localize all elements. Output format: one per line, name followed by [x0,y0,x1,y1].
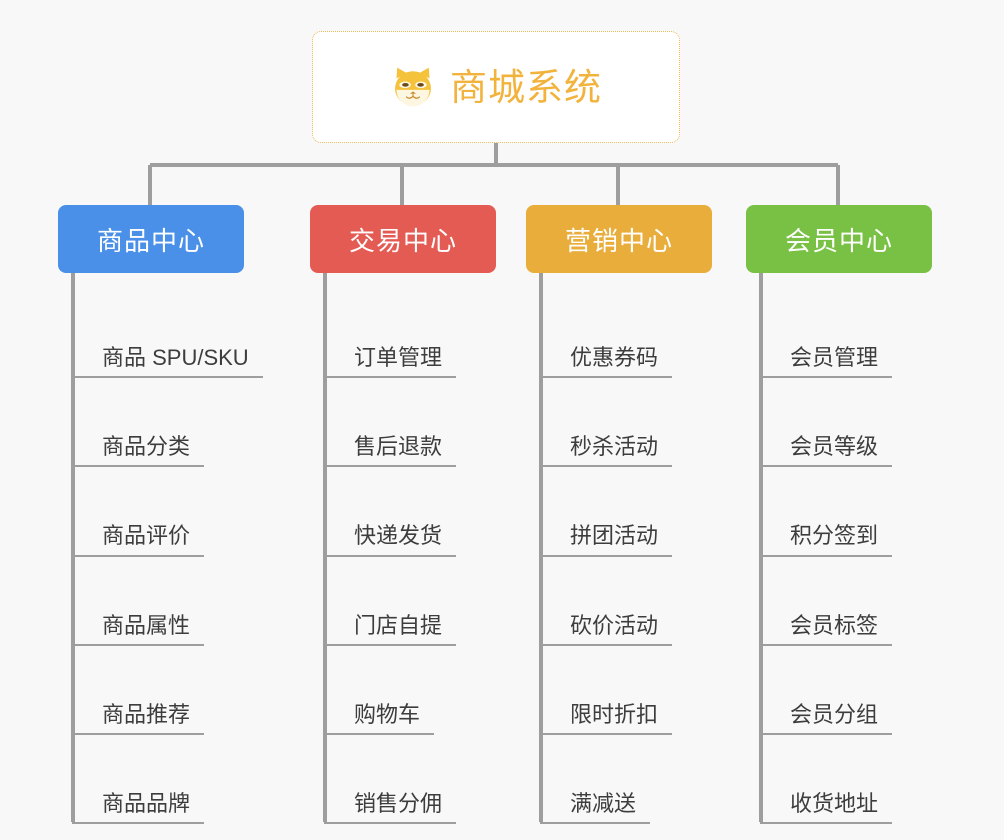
leaf-label: 限时折扣 [540,702,673,735]
leaf-item[interactable]: 商品属性 [72,557,263,646]
leaf-item[interactable]: 砍价活动 [540,557,673,646]
leaf-label: 商品评价 [72,524,205,557]
leaf-item[interactable]: 门店自提 [324,557,457,646]
leaf-label: 商品 SPU/SKU [72,345,263,379]
leaf-item[interactable]: 商品评价 [72,467,263,557]
leaf-item[interactable]: 商品 SPU/SKU [72,289,263,379]
leaf-item[interactable]: 会员管理 [760,289,893,379]
branch-column-1: 交易中心 [310,205,496,273]
root-title: 商城系统 [450,66,602,108]
leaf-item[interactable]: 销售分佣 [324,735,457,825]
branch-header-label-2: 营销中心 [564,225,673,256]
leaf-label: 门店自提 [324,613,457,646]
leaf-label: 会员标签 [760,613,893,646]
leaf-item[interactable]: 售后退款 [324,378,457,468]
leaf-label: 商品品牌 [72,791,205,825]
branch-column-3: 会员中心 [746,205,932,273]
branch-column-2: 营销中心 [526,205,712,273]
leaf-item[interactable]: 商品推荐 [72,646,263,735]
leaf-list-0: 商品 SPU/SKU 商品分类 商品评价 商品属性 商品推荐 商品品牌 [72,289,263,825]
shiba-dog-face-icon [395,67,431,107]
leaf-label: 积分签到 [760,524,893,557]
leaf-label: 满减送 [540,791,651,825]
leaf-item[interactable]: 秒杀活动 [540,378,673,468]
leaf-item[interactable]: 拼团活动 [540,467,673,557]
leaf-label: 购物车 [324,702,435,735]
leaf-label: 秒杀活动 [540,435,673,468]
leaf-label: 收货地址 [760,791,893,825]
leaf-item[interactable]: 商品品牌 [72,735,263,825]
leaf-item[interactable]: 订单管理 [324,289,457,379]
leaf-label: 会员等级 [760,435,893,468]
leaf-item[interactable]: 会员标签 [760,557,893,646]
root-node[interactable]: 商城系统 [312,31,680,143]
branch-header-label-0: 商品中心 [96,225,205,256]
leaf-label: 销售分佣 [324,791,457,825]
leaf-list-3: 会员管理 会员等级 积分签到 会员标签 会员分组 收货地址 [760,289,893,825]
branch-header-2[interactable]: 营销中心 [526,205,712,273]
leaf-label: 商品属性 [72,613,205,646]
leaf-label: 优惠券码 [540,345,673,379]
leaf-item[interactable]: 会员分组 [760,646,893,735]
leaf-item[interactable]: 积分签到 [760,467,893,557]
leaf-label: 砍价活动 [540,613,673,646]
leaf-label: 会员分组 [760,702,893,735]
leaf-item[interactable]: 满减送 [540,735,672,825]
leaf-item[interactable]: 商品分类 [72,378,263,468]
leaf-label: 订单管理 [324,345,457,379]
leaf-list-2: 优惠券码 秒杀活动 拼团活动 砍价活动 限时折扣 满减送 [540,289,673,825]
branch-header-label-1: 交易中心 [348,225,457,256]
leaf-label: 售后退款 [324,435,457,468]
leaf-label: 商品推荐 [72,702,205,735]
branch-header-label-3: 会员中心 [784,225,893,256]
leaf-item[interactable]: 限时折扣 [540,646,673,735]
leaf-label: 商品分类 [72,435,205,468]
branch-header-3[interactable]: 会员中心 [746,205,932,273]
leaf-item[interactable]: 会员等级 [760,378,893,468]
branch-header-0[interactable]: 商品中心 [58,205,244,273]
leaf-label: 会员管理 [760,345,893,379]
leaf-item[interactable]: 收货地址 [760,735,893,825]
leaf-label: 快递发货 [324,524,457,557]
leaf-label: 拼团活动 [540,524,673,557]
leaf-list-1: 订单管理 售后退款 快递发货 门店自提 购物车 销售分佣 [324,289,457,825]
leaf-item[interactable]: 优惠券码 [540,289,673,379]
leaf-item[interactable]: 购物车 [324,646,456,735]
leaf-item[interactable]: 快递发货 [324,467,457,557]
branch-column-0: 商品中心 [58,205,244,273]
branch-header-1[interactable]: 交易中心 [310,205,496,273]
